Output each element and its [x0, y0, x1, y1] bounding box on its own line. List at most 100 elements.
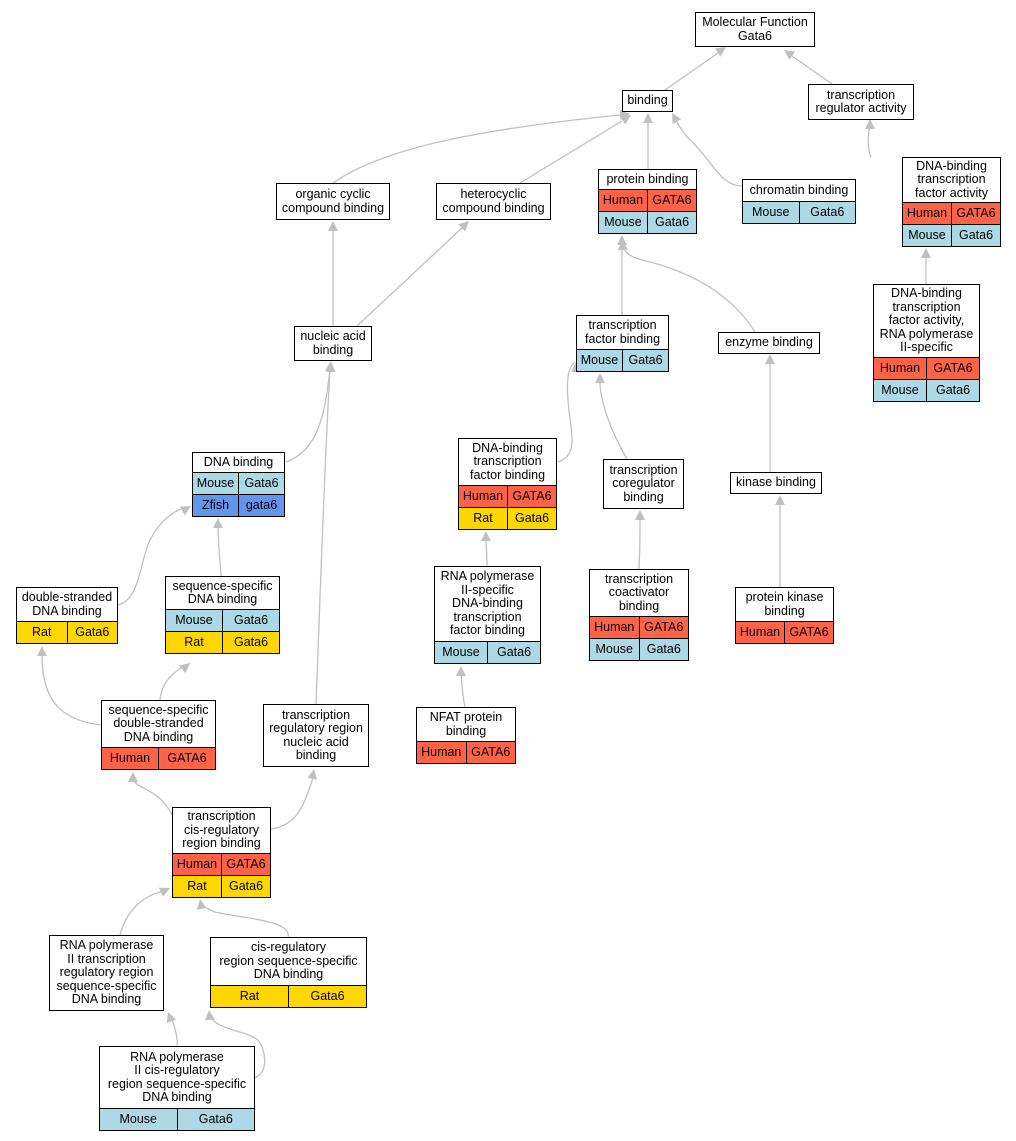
gene-cell: Gata6 [222, 610, 279, 631]
species-cell: Rat [32, 624, 52, 639]
species-cell: Human [109, 750, 151, 765]
gene-cell: Gata6 [221, 876, 270, 897]
node-label: binding [627, 93, 668, 108]
go-term-node-dna-binding-tf-activity-rnap2[interactable]: DNA-binding transcription factor activit… [873, 284, 980, 402]
gene-cell: Gata6 [238, 473, 284, 494]
go-term-node-binding[interactable]: binding [622, 90, 673, 112]
node-label: cis-regulatory region sequence-specific … [219, 940, 358, 982]
edge-arrowhead [635, 510, 645, 520]
gene-cell: Gata6 [926, 380, 979, 401]
node-label: DNA-binding transcription factor activit… [879, 286, 974, 355]
go-term-node-kinase-binding[interactable]: kinase binding [730, 472, 822, 494]
edge-arrowhead [672, 113, 682, 125]
species-cell: Mouse [580, 352, 619, 367]
edge-line [315, 370, 331, 705]
species-cell: Human [602, 192, 644, 207]
go-term-node-rnap2-cis-regulatory-region-seq-specific-dna-binding[interactable]: RNA polymerase II cis-regulatory region … [99, 1046, 255, 1131]
go-term-node-cis-regulatory-region-seq-specific-dna-binding[interactable]: cis-regulatory region sequence-specific … [210, 937, 367, 1008]
edge-arrowhead [179, 663, 190, 674]
edge-line [675, 119, 743, 187]
edge-arrowhead [481, 531, 491, 541]
edge-arrowhead [775, 495, 785, 505]
edge-arrowhead [204, 1010, 215, 1021]
species-cell: Mouse [751, 204, 790, 219]
go-term-node-rnap2-specific-dna-binding-tf-binding[interactable]: RNA polymerase II-specific DNA-binding t… [434, 566, 541, 664]
gene-cell: Gata6 [951, 225, 1000, 246]
go-term-node-transcription-regulatory-region-nucleic-acid-binding[interactable]: transcription regulatory region nucleic … [263, 704, 369, 767]
gene-cell: GATA6 [465, 742, 516, 763]
edge-line [519, 120, 623, 184]
edge-line [599, 381, 628, 460]
node-label: RNA polymerase II cis-regulatory region … [107, 1049, 247, 1104]
go-term-node-enzyme-binding[interactable]: enzyme binding [718, 332, 820, 354]
edge-arrowhead [158, 887, 170, 897]
gene-cell: GATA6 [784, 622, 833, 643]
go-term-node-rnap2-transcription-regulatory-region-seq-specific-dna-binding[interactable]: RNA polymerase II transcription regulato… [49, 935, 164, 1011]
gene-cell: Gata6 [622, 350, 668, 371]
go-term-node-organic-cyclic-compound-binding[interactable]: organic cyclic compound binding [276, 183, 390, 220]
gene-cell: Gata6 [647, 212, 696, 233]
gene-cell: Gata6 [176, 1109, 255, 1130]
go-term-node-transcription-cis-regulatory-region-binding[interactable]: transcription cis-regulatory region bind… [172, 807, 271, 898]
go-term-node-transcription-coregulator-binding[interactable]: transcription coregulator binding [603, 459, 684, 509]
node-label: transcription regulator activity [815, 87, 907, 115]
species-cell: Mouse [604, 214, 642, 229]
edge-arrowhead [643, 113, 653, 123]
edge-arrowhead [619, 115, 631, 125]
go-term-node-molecular-function[interactable]: Molecular Function Gata6 [695, 12, 815, 47]
edge-arrowhead [179, 506, 191, 516]
go-term-node-heterocyclic-compound-binding[interactable]: heterocyclic compound binding [436, 183, 551, 220]
species-cell: Human [879, 360, 921, 375]
node-label: kinase binding [736, 475, 816, 490]
node-label: transcription regulatory region nucleic … [269, 707, 363, 762]
go-term-node-dna-binding-transcription-factor-activity[interactable]: DNA-binding transcription factor activit… [902, 157, 1001, 247]
edge-line [557, 361, 576, 463]
species-gene-row: Rat Gata6 [173, 875, 270, 897]
gene-cell: Gata6 [798, 202, 856, 223]
node-label: DNA-binding transcription factor activit… [915, 158, 988, 200]
edge-arrowhead [196, 899, 207, 910]
species-cell: Human [594, 619, 635, 634]
edge-arrowhead [595, 373, 605, 383]
species-cell: Human [421, 744, 462, 759]
go-term-node-transcription-regulator-activity[interactable]: transcription regulator activity [808, 84, 914, 120]
node-label: transcription coregulator binding [609, 462, 678, 504]
go-term-node-nucleic-acid-binding[interactable]: nucleic acid binding [294, 326, 372, 361]
species-cell: Rat [187, 878, 207, 893]
go-term-node-dna-binding-transcription-factor-binding[interactable]: DNA-binding transcription factor binding… [458, 438, 557, 530]
edge-line [217, 525, 222, 577]
node-label: sequence-specific DNA binding [172, 578, 273, 606]
edge-line [200, 900, 289, 938]
edge-arrowhead [213, 518, 223, 528]
species-cell: Human [739, 624, 781, 639]
node-label: transcription coactivator binding [604, 571, 674, 613]
species-cell: Mouse [442, 644, 480, 659]
species-gene-row: Mouse Gata6 [599, 211, 696, 233]
go-term-node-sequence-specific-double-stranded-dna-binding[interactable]: sequence-specific double-stranded DNA bi… [101, 700, 216, 770]
edge-arrowhead [37, 646, 47, 656]
species-cell: Mouse [175, 612, 213, 627]
node-label: double-stranded DNA binding [21, 590, 113, 618]
